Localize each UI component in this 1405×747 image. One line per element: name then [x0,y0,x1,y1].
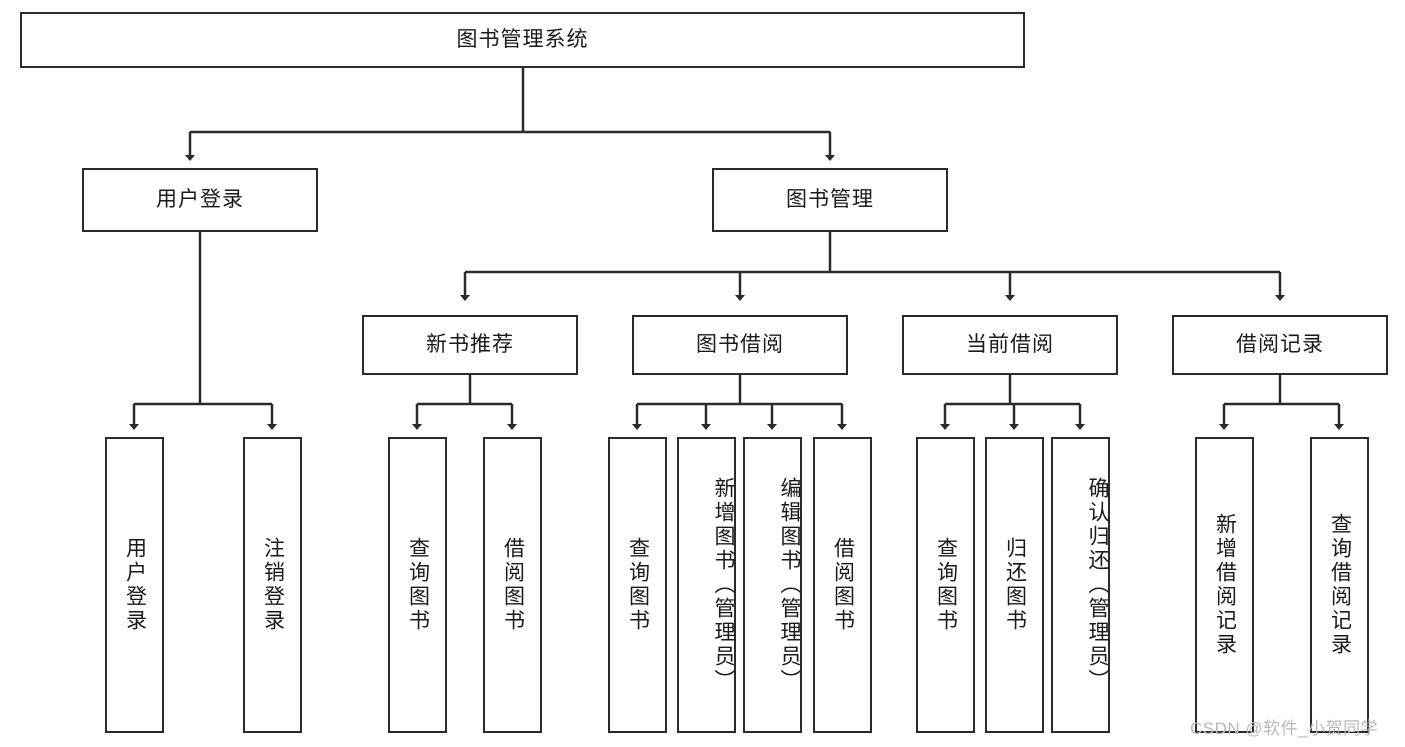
leaf-new-book-query-book[interactable]: 查询图书 [388,437,447,733]
node-label: 当前借阅 [966,333,1054,357]
node-label: 图书借阅 [696,333,784,357]
node-label: 用户登录 [156,188,244,212]
leaf-book-borrow-query-book[interactable]: 查询图书 [608,437,667,733]
leaf-book-borrow-add-book-admin[interactable]: 新增图书（管理员） [677,437,736,733]
node-root-book-management-system[interactable]: 图书管理系统 [20,12,1025,68]
leaf-user-login-login[interactable]: 用户登录 [105,437,164,733]
node-label: 查询图书 [406,537,430,633]
leaf-book-borrow-edit-book-admin[interactable]: 编辑图书（管理员） [743,437,802,733]
node-label: 图书管理 [786,188,874,212]
node-label: 查询借阅记录 [1328,513,1352,657]
leaf-borrow-record-query-record[interactable]: 查询借阅记录 [1310,437,1369,733]
node-label: 用户登录 [123,537,147,633]
leaf-current-borrow-confirm-return-admin[interactable]: 确认归还（管理员） [1051,437,1110,733]
node-label: 借阅图书 [831,537,855,633]
leaf-book-borrow-borrow-book[interactable]: 借阅图书 [813,437,872,733]
node-book-borrow[interactable]: 图书借阅 [632,315,848,375]
node-label: 借阅记录 [1236,333,1324,357]
node-label: 编辑图书（管理员） [778,477,801,693]
node-label: 查询图书 [934,537,958,633]
node-label: 注销登录 [261,537,285,633]
node-borrow-record[interactable]: 借阅记录 [1172,315,1388,375]
node-label: 归还图书 [1003,537,1027,633]
node-book-management[interactable]: 图书管理 [712,168,948,232]
leaf-current-borrow-return-book[interactable]: 归还图书 [985,437,1044,733]
node-label: 新增借阅记录 [1213,513,1237,657]
node-new-book-recommend[interactable]: 新书推荐 [362,315,578,375]
leaf-user-login-logout[interactable]: 注销登录 [243,437,302,733]
node-user-login[interactable]: 用户登录 [82,168,318,232]
leaf-new-book-borrow-book[interactable]: 借阅图书 [483,437,542,733]
leaf-current-borrow-query-book[interactable]: 查询图书 [916,437,975,733]
node-label: 查询图书 [626,537,650,633]
node-current-borrow[interactable]: 当前借阅 [902,315,1118,375]
leaf-borrow-record-add-record[interactable]: 新增借阅记录 [1195,437,1254,733]
node-label: 确认归还（管理员） [1086,477,1109,693]
watermark-credit: CSDN @软件_小贺同学 [1190,719,1379,738]
node-label: 新增图书（管理员） [712,477,735,693]
node-label: 新书推荐 [426,333,514,357]
node-label: 借阅图书 [501,537,525,633]
node-label: 图书管理系统 [456,28,589,52]
